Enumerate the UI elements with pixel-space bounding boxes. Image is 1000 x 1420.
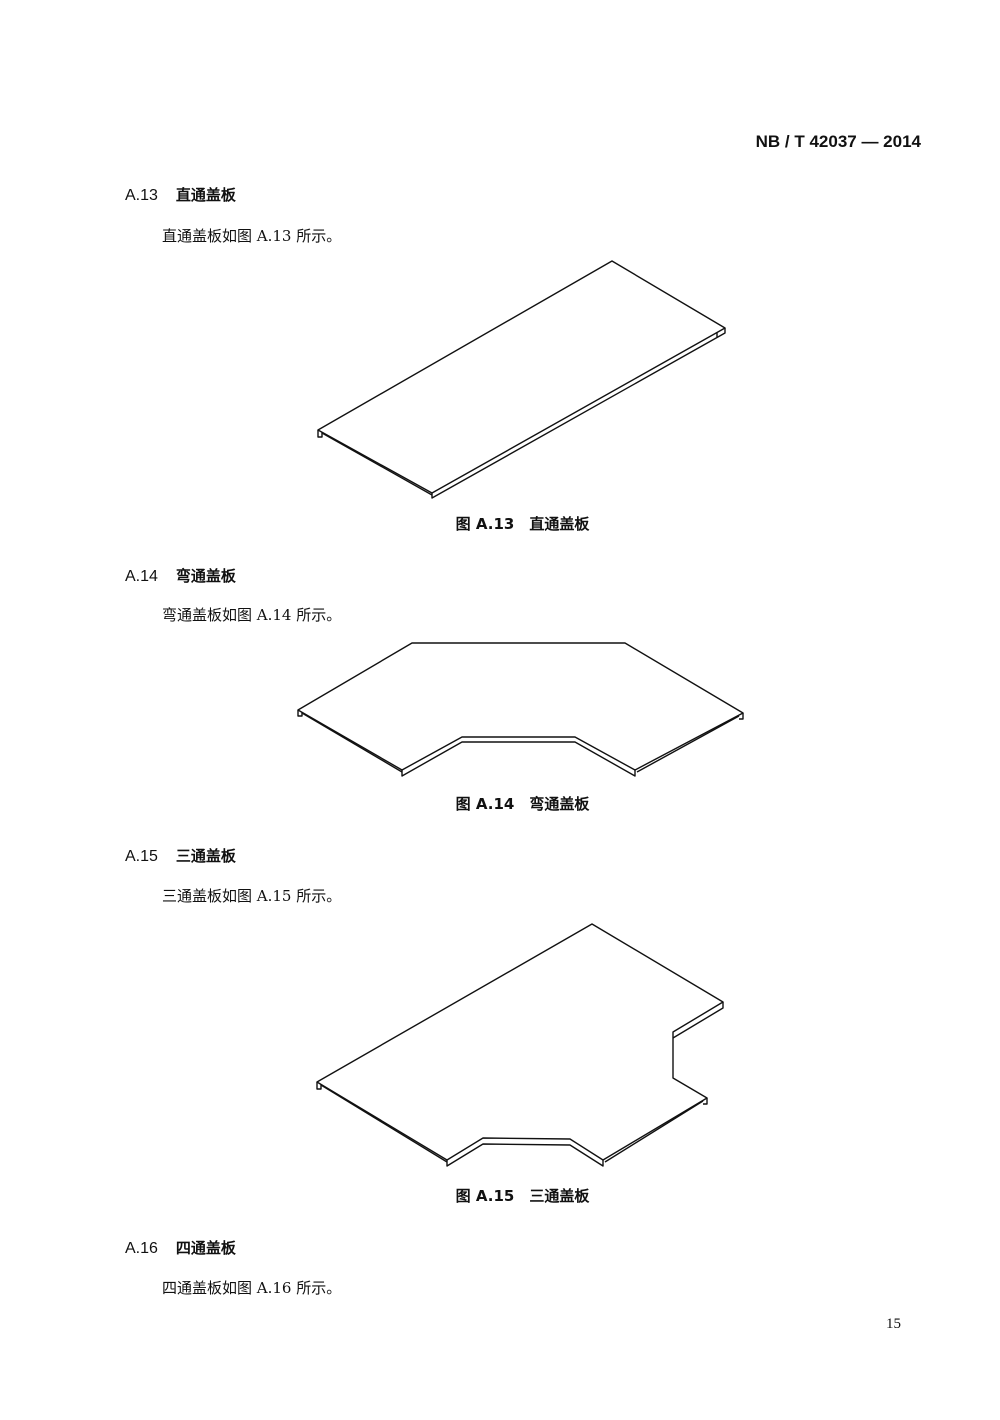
section-text-a16: 四通盖板如图 A.16 所示。 <box>162 1279 342 1297</box>
section-number: A.13 <box>125 187 158 204</box>
figure-caption-a14: 图 A.14 弯通盖板 <box>455 795 590 813</box>
section-text-a15: 三通盖板如图 A.15 所示。 <box>162 887 342 905</box>
section-heading-a16: A.16 四通盖板 <box>125 1237 236 1258</box>
section-number: A.16 <box>125 1240 158 1257</box>
section-title: 弯通盖板 <box>175 567 236 585</box>
section-heading-a13: A.13 直通盖板 <box>125 184 236 205</box>
section-title: 直通盖板 <box>175 186 236 204</box>
standard-number-header: NB / T 42037 — 2014 <box>755 132 921 151</box>
section-text-a14: 弯通盖板如图 A.14 所示。 <box>162 606 342 624</box>
section-title: 四通盖板 <box>175 1239 236 1257</box>
section-heading-a14: A.14 弯通盖板 <box>125 565 236 586</box>
section-text-a13: 直通盖板如图 A.13 所示。 <box>162 227 342 245</box>
section-heading-a15: A.15 三通盖板 <box>125 845 236 866</box>
figure-caption-a15: 图 A.15 三通盖板 <box>455 1187 590 1205</box>
section-number: A.14 <box>125 568 158 585</box>
section-number: A.15 <box>125 848 158 865</box>
page-number: 15 <box>886 1316 901 1332</box>
figure-caption-a13: 图 A.13 直通盖板 <box>455 515 590 533</box>
section-title: 三通盖板 <box>175 847 236 865</box>
